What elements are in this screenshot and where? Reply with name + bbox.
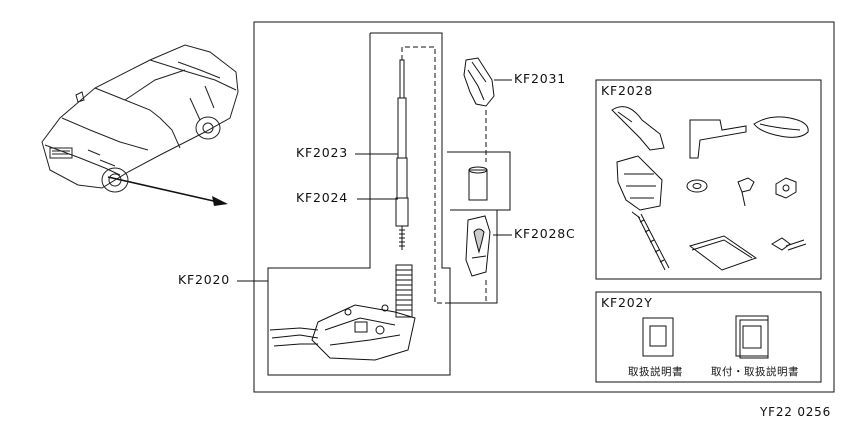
label-kf2031: KF2031	[514, 71, 566, 86]
antenna-mast	[395, 59, 409, 250]
footer-code: YF22 0256	[760, 405, 832, 419]
kf2028-box	[595, 79, 822, 280]
label-kf2023: KF2023	[296, 145, 348, 160]
antenna-motor	[269, 264, 416, 361]
kf2028-kit-parts	[611, 106, 809, 271]
kf202y-box	[595, 291, 822, 383]
owner-manual-label: 取扱説明書	[628, 366, 683, 378]
antenna-assembly-frame	[267, 32, 451, 376]
dashed-route	[401, 46, 450, 304]
label-kf2028: KF2028	[601, 83, 653, 98]
label-kf202y: KF202Y	[601, 295, 653, 310]
suv-illustration	[41, 44, 239, 193]
outer-frame	[253, 21, 835, 393]
kf2031-part	[463, 57, 495, 107]
pointer-arrow	[107, 176, 228, 206]
kf202y-manuals	[642, 315, 769, 359]
install-manual-book	[735, 315, 769, 357]
label-kf2028c: KF2028C	[514, 226, 576, 241]
kf2028c-frame	[447, 151, 511, 304]
kf2028c-parts	[465, 166, 491, 277]
owner-manual-book	[642, 317, 674, 357]
label-kf2024: KF2024	[296, 190, 348, 205]
install-manual-label: 取付・取扱説明書	[711, 366, 799, 378]
label-kf2020: KF2020	[178, 272, 230, 287]
